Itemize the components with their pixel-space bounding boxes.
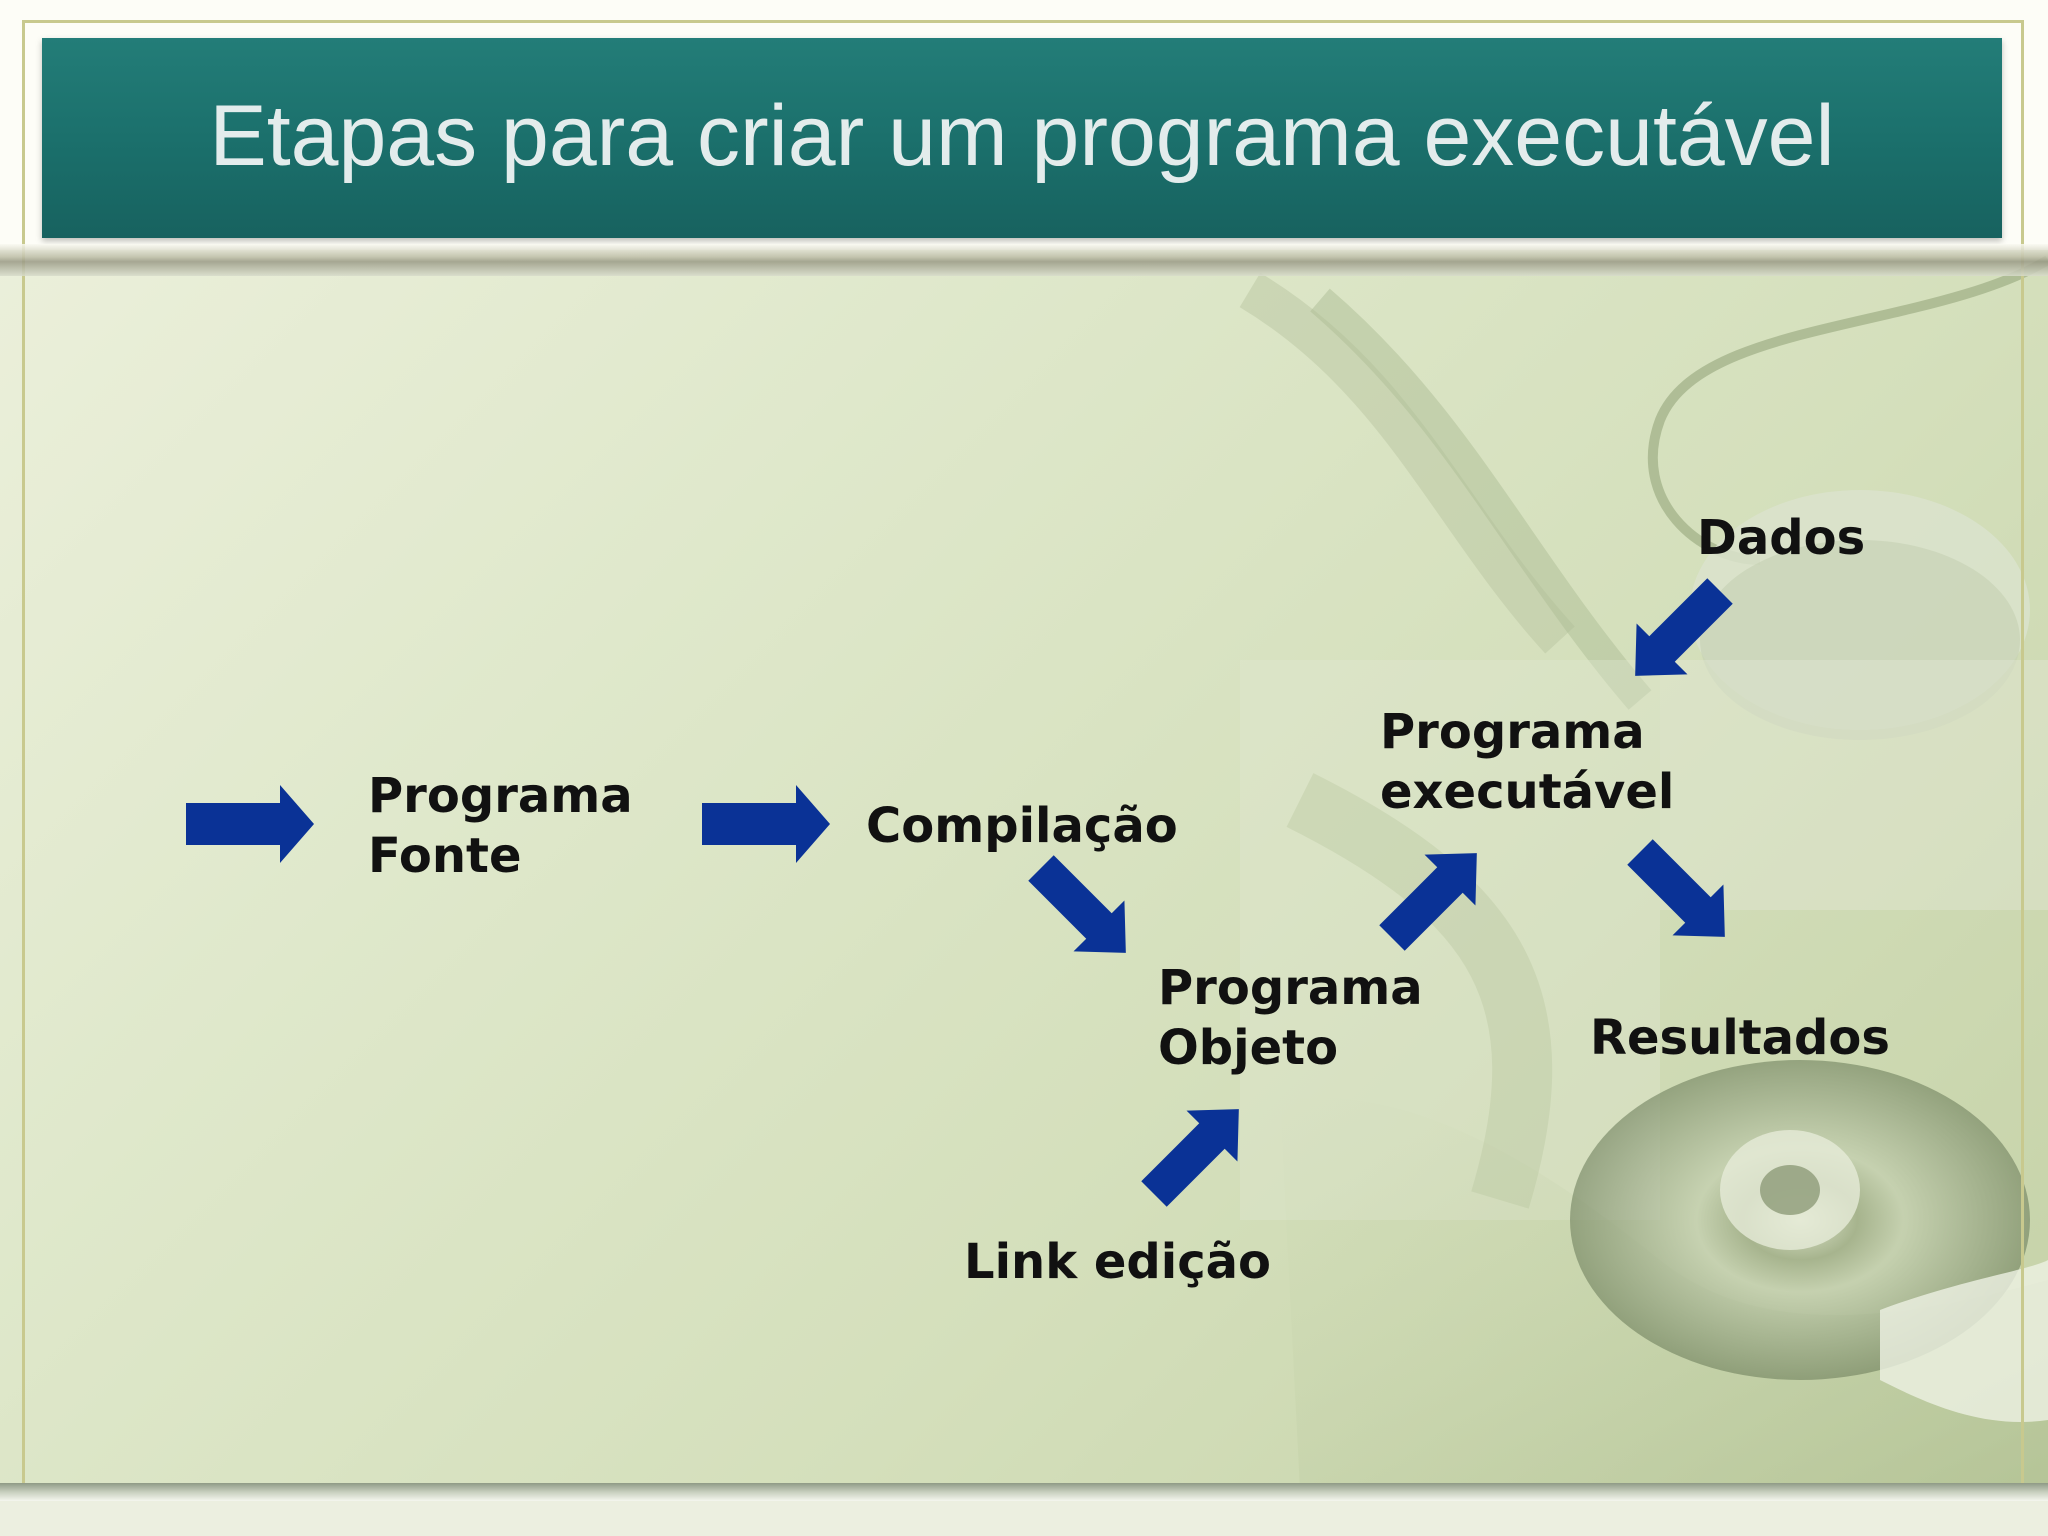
arrow-dados-to-executavel [1635,578,1733,676]
node-resultados-text: Resultados [1590,1010,1890,1066]
slide-title: Etapas para criar um programa executável [209,88,1835,184]
arrow-compilacao-to-objeto [1028,855,1126,953]
arrow-link-to-objeto [1141,1109,1239,1207]
bottom-band [0,1501,2048,1536]
node-dados-text: Dados [1697,510,1866,566]
title-bar: Etapas para criar um programa executável [42,38,2002,238]
arrow-objeto-to-executavel [1379,853,1477,951]
node-resultados: Resultados [1590,1008,1890,1068]
node-programa-fonte-line2: Fonte [368,828,522,884]
node-programa-objeto: Programa Objeto [1158,958,1423,1078]
node-link-edicao: Link edição [964,1232,1271,1292]
arrow-start-to-fonte [186,785,314,863]
torn-paper-edge [0,244,2048,276]
node-programa-executavel-line1: Programa [1380,704,1645,760]
bottom-divider [0,1483,2048,1501]
node-programa-objeto-line1: Programa [1158,960,1423,1016]
node-dados: Dados [1697,508,1865,568]
node-programa-executavel: Programa executável [1380,702,1674,822]
node-link-edicao-text: Link edição [964,1234,1272,1290]
node-programa-objeto-line2: Objeto [1158,1020,1339,1076]
node-compilacao: Compilação [866,796,1178,856]
node-compilacao-text: Compilação [866,798,1178,854]
node-programa-fonte: Programa Fonte [368,766,633,886]
arrow-fonte-to-compilacao [702,785,830,863]
node-programa-executavel-line2: executável [1380,764,1675,820]
arrow-executavel-to-resultados [1627,839,1725,937]
node-programa-fonte-line1: Programa [368,768,633,824]
